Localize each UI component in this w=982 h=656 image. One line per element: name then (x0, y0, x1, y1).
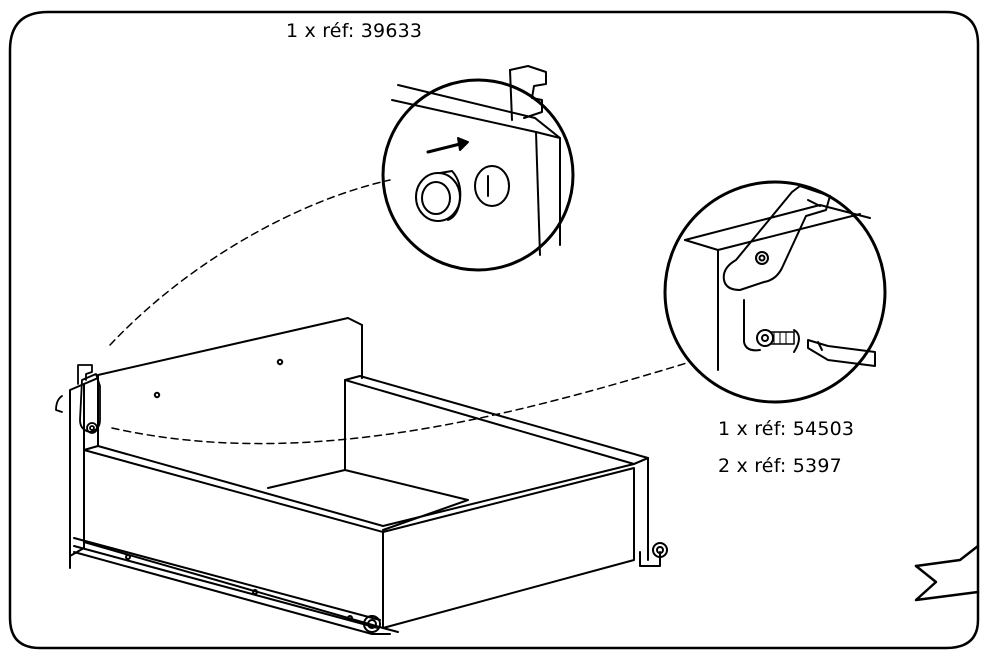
arrow-right-icon (426, 142, 462, 154)
detail-circle-top (381, 65, 575, 272)
drawer-runner-rail (73, 537, 391, 635)
hook-bracket (55, 364, 101, 434)
drawer-left-panel (69, 383, 85, 557)
leader-line-right (111, 361, 691, 445)
rear-roller (639, 542, 668, 567)
screwdriver (807, 339, 876, 367)
hardware-label-54503: 1 x réf: 54503 (718, 418, 855, 440)
drawer-illustration (55, 179, 691, 635)
next-step-arrow-icon (914, 544, 980, 568)
leader-line-top (109, 179, 391, 346)
hardware-label-39633: 1 x réf: 39633 (286, 20, 423, 42)
detail-circle-right (663, 180, 887, 404)
drawer-back-panel (97, 317, 363, 379)
drawer-right-panel (344, 375, 649, 465)
drawer-front-panel (83, 445, 649, 527)
page-border (8, 10, 980, 650)
hardware-label-5397: 2 x réf: 5397 (718, 455, 842, 477)
